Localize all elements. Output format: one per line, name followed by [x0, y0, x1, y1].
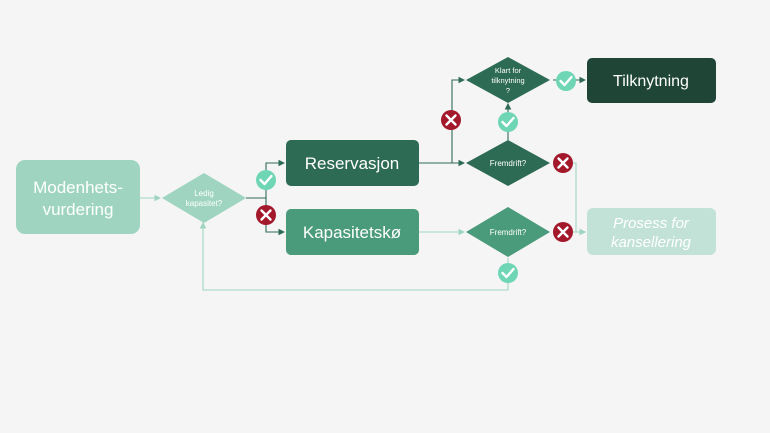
decision-ledig-kapasitet-line1: Ledig	[194, 189, 214, 198]
cross-icon	[441, 110, 461, 130]
decision-fremdrift-top: Fremdrift?	[466, 140, 550, 186]
decision-klart-for-tilknytning: Klart for tilknytning ?	[466, 57, 550, 103]
decision-fremdrift-top-label: Fremdrift?	[490, 159, 527, 168]
connector-fremdrift-top-kansellering	[553, 162, 587, 236]
node-modenhetsvurdering-line2: vurdering	[43, 200, 114, 219]
node-kapasitetsko: Kapasitetskø	[286, 209, 419, 255]
connector-reservasjon-klart	[451, 76, 466, 163]
decision-ledig-kapasitet: Ledig kapasitet?	[162, 173, 246, 223]
node-kansellering-line1: Prosess for	[613, 215, 690, 232]
node-modenhetsvurdering: Modenhets- vurdering	[16, 160, 140, 234]
check-icon	[256, 170, 276, 190]
node-prosess-for-kansellering: Prosess for kansellering	[587, 208, 716, 255]
decision-klart-line3: ?	[506, 86, 510, 95]
cross-icon	[553, 153, 573, 173]
decision-fremdrift-bottom-label: Fremdrift?	[490, 228, 527, 237]
node-kansellering-line2: kansellering	[611, 234, 692, 251]
node-modenhetsvurdering-line1: Modenhets-	[33, 178, 123, 197]
decision-klart-line2: tilknytning	[491, 76, 524, 85]
check-icon	[498, 112, 518, 132]
cross-icon	[553, 222, 573, 242]
check-icon	[498, 263, 518, 283]
node-kapasitetsko-label: Kapasitetskø	[303, 223, 401, 242]
node-reservasjon-label: Reservasjon	[305, 154, 400, 173]
check-icon	[556, 71, 576, 91]
node-reservasjon: Reservasjon	[286, 140, 419, 186]
decision-klart-line1: Klart for	[495, 66, 522, 75]
node-tilknytning: Tilknytning	[587, 58, 716, 103]
decision-ledig-kapasitet-line2: kapasitet?	[186, 199, 223, 208]
cross-icon	[256, 205, 276, 225]
node-tilknytning-label: Tilknytning	[613, 73, 689, 90]
decision-fremdrift-bottom: Fremdrift?	[466, 207, 550, 257]
